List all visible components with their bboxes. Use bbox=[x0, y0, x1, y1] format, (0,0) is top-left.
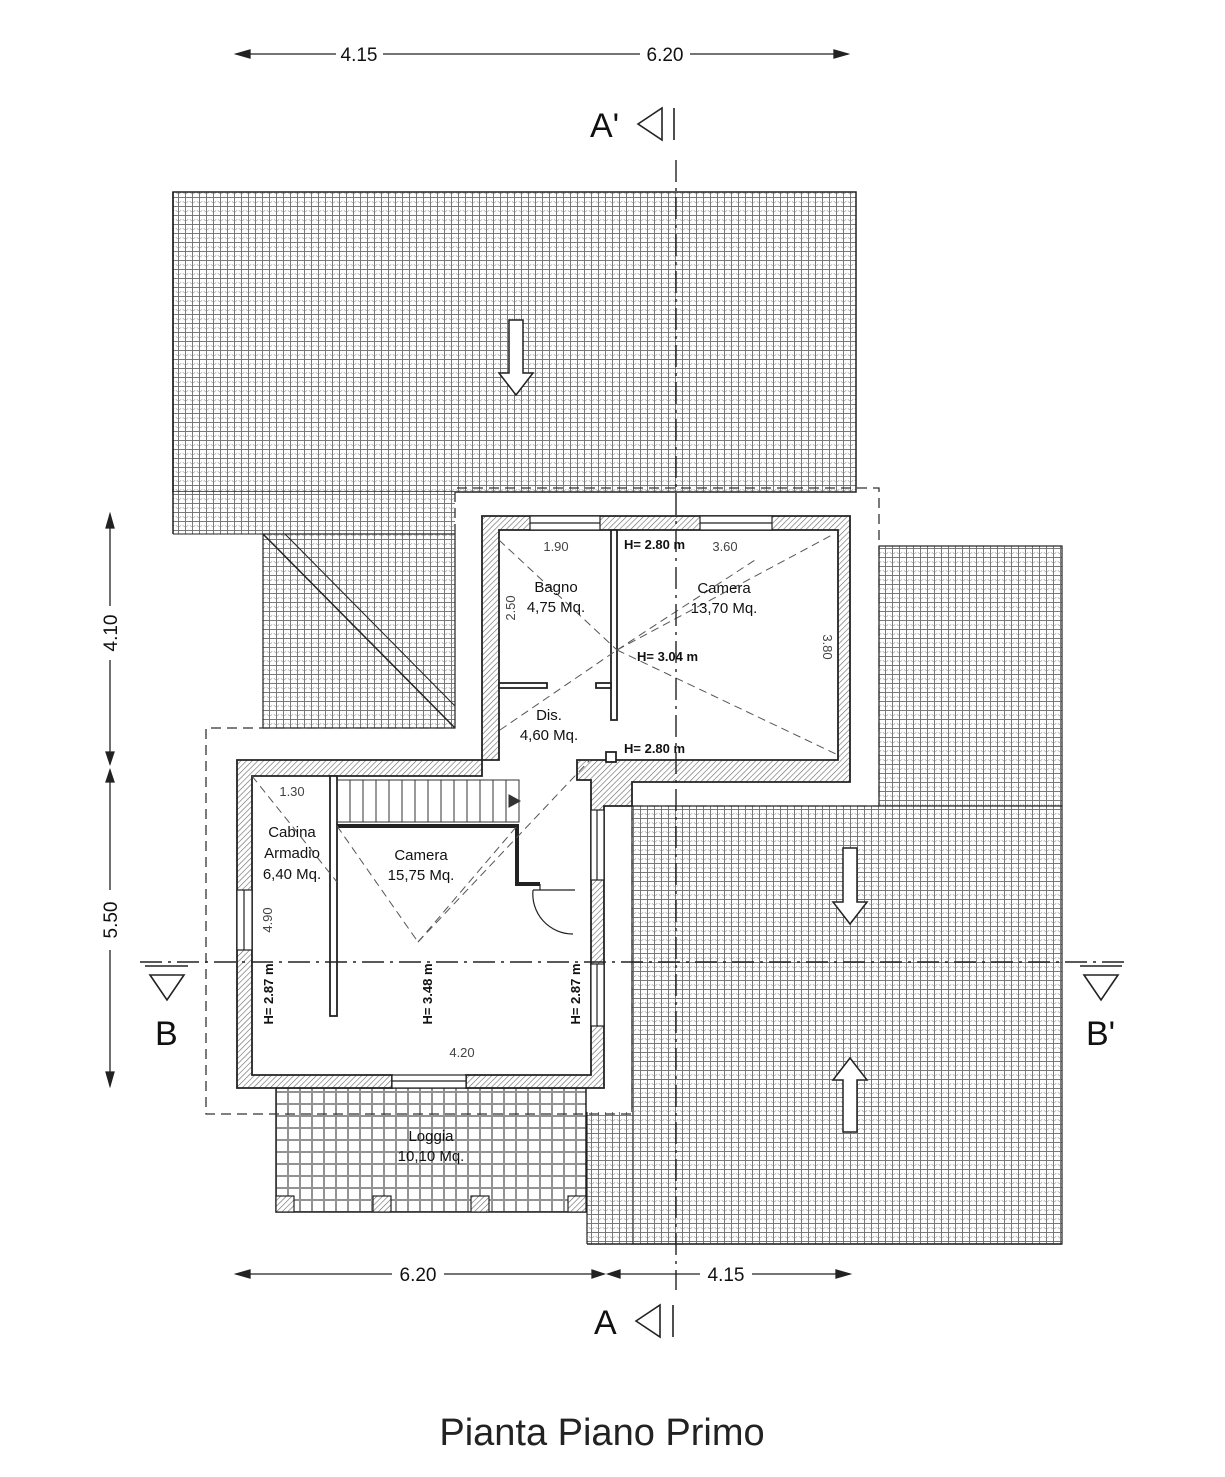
roof-top bbox=[172, 191, 857, 535]
room-cabina-name-1: Cabina bbox=[268, 824, 316, 841]
room-cabina-name-2: Armadio bbox=[264, 845, 320, 862]
dim-cabina-width: 1.30 bbox=[279, 784, 304, 799]
slope-arrow-right-up bbox=[831, 1056, 869, 1133]
room-bagno-area: 4,75 Mq. bbox=[527, 599, 585, 616]
loggia-pillars bbox=[275, 1195, 587, 1213]
section-marker-b-right bbox=[1080, 965, 1122, 1002]
slope-arrow-top bbox=[497, 319, 535, 397]
dim-left-upper: 4.10 bbox=[101, 615, 122, 652]
dim-bagno-width: 1.90 bbox=[543, 539, 568, 554]
dim-bottom-left: 6.20 bbox=[400, 1265, 437, 1286]
loggia-floor bbox=[275, 1087, 587, 1213]
section-marker-a-bottom bbox=[634, 1303, 674, 1339]
roof-right-tall bbox=[878, 545, 1063, 807]
section-label-a-bottom: A bbox=[594, 1304, 617, 1342]
section-label-b-right: B' bbox=[1086, 1015, 1115, 1053]
dim-top-left: 4.15 bbox=[341, 45, 378, 66]
room-loggia-name: Loggia bbox=[408, 1128, 454, 1145]
stairs bbox=[336, 779, 522, 823]
room-camera-top-name: Camera bbox=[697, 580, 751, 597]
room-dis-name: Dis. bbox=[536, 707, 562, 724]
slope-arrow-right-down bbox=[831, 847, 869, 926]
dimension-lines bbox=[105, 49, 853, 1279]
room-dis-area: 4,60 Mq. bbox=[520, 727, 578, 744]
dim-bottom-right: 4.15 bbox=[708, 1265, 745, 1286]
height-top-lower: H= 2.80 m bbox=[624, 741, 685, 756]
roof-left-small bbox=[262, 533, 456, 729]
dim-left-lower: 5.50 bbox=[101, 902, 122, 939]
windows bbox=[236, 515, 773, 1089]
door-swing bbox=[532, 884, 575, 935]
section-marker-a-top bbox=[636, 106, 675, 142]
room-camera-bottom-name: Camera bbox=[394, 847, 448, 864]
dim-camera-top-width: 3.60 bbox=[712, 539, 737, 554]
section-label-a-top: A' bbox=[590, 107, 619, 145]
roof-bottom-right bbox=[586, 805, 1063, 1245]
dim-camera-top-height: 3.80 bbox=[820, 634, 835, 659]
room-bagno-name: Bagno bbox=[534, 579, 577, 596]
height-top-left: H= 2.80 m bbox=[624, 537, 685, 552]
room-loggia-area: 10,10 Mq. bbox=[398, 1148, 465, 1165]
dim-camera-bottom-width: 4.20 bbox=[449, 1045, 474, 1060]
room-camera-bottom-area: 15,75 Mq. bbox=[388, 867, 455, 884]
dim-top-right: 6.20 bbox=[647, 45, 684, 66]
section-label-b-left: B bbox=[155, 1015, 178, 1053]
dim-bagno-height: 2.50 bbox=[503, 595, 518, 620]
ceiling-diagonals bbox=[251, 534, 839, 943]
height-center: H= 3.48 m bbox=[420, 963, 435, 1024]
height-right: H= 2.87 m bbox=[568, 963, 583, 1024]
room-cabina-area: 6,40 Mq. bbox=[263, 866, 321, 883]
section-lines bbox=[140, 160, 1125, 1290]
dim-cabina-height: 4.90 bbox=[260, 907, 275, 932]
section-marker-b-left bbox=[145, 965, 188, 1002]
page-title: Pianta Piano Primo bbox=[439, 1412, 764, 1454]
height-left: H= 2.87 m bbox=[261, 963, 276, 1024]
height-top-center: H= 3.04 m bbox=[637, 649, 698, 664]
room-camera-top-area: 13,70 Mq. bbox=[691, 600, 758, 617]
